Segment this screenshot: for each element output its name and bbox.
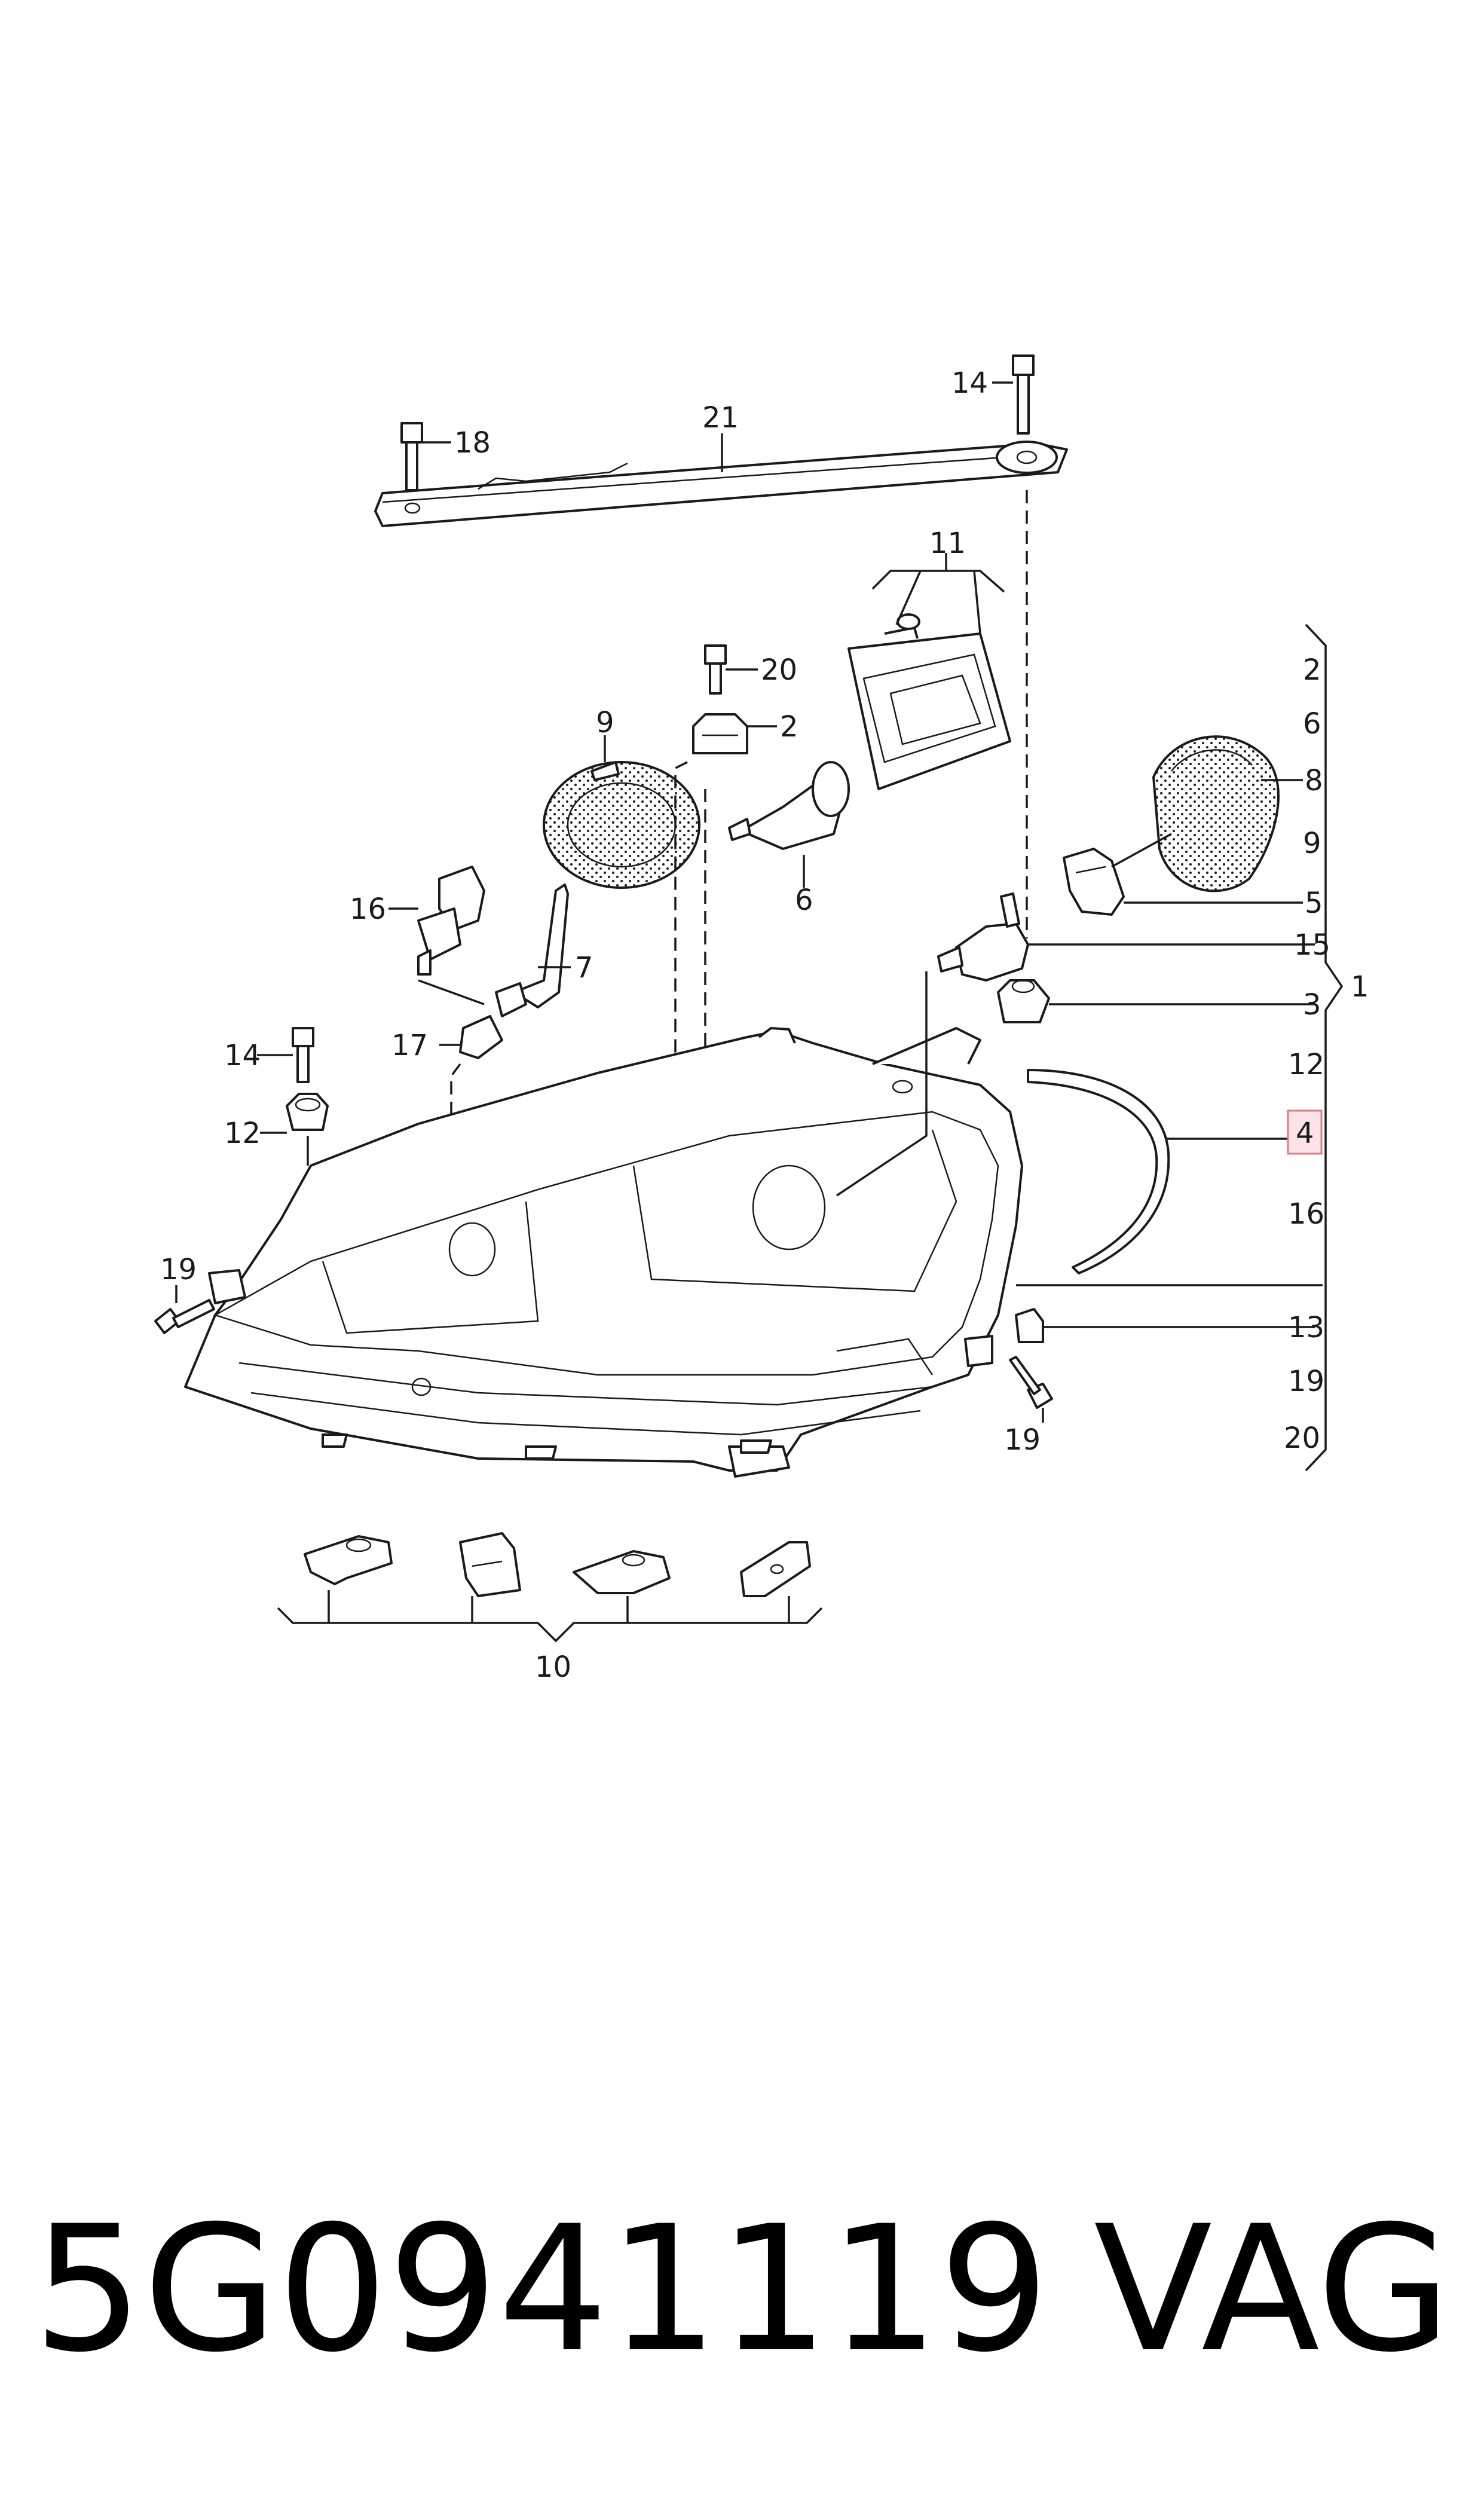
part-number: 5G0941119 [33, 2189, 1049, 2390]
callout-14: 14 [224, 1039, 261, 1072]
callout-14: 14 [951, 366, 988, 400]
list-item: 12 [1288, 1048, 1324, 1081]
headlight-housing-part [184, 1027, 1023, 1478]
screw-part [400, 422, 423, 491]
list-item: 19 [1288, 1365, 1324, 1398]
screw-part [292, 1027, 314, 1083]
repair-bracket-part [573, 1550, 671, 1594]
bulb-part [459, 1015, 503, 1059]
callout-15: 15 [1294, 928, 1330, 962]
callout-5: 5 [1305, 886, 1323, 920]
mounting-bracket-part [374, 441, 1068, 527]
callout-6: 6 [795, 883, 813, 917]
holder-part [286, 1093, 329, 1131]
callout-20: 20 [761, 653, 797, 687]
callout-19: 19 [1004, 1423, 1041, 1457]
parts-list-bracket [1305, 623, 1344, 1472]
bulb-part [728, 761, 850, 850]
clip-part [1015, 1308, 1044, 1343]
callout-13: 13 [1288, 1311, 1324, 1344]
list-item: 16 [1288, 1197, 1324, 1231]
bulb-part [417, 866, 485, 976]
callout-10: 10 [535, 1650, 571, 1684]
bulb-part [937, 892, 1029, 982]
callout-7: 7 [575, 951, 593, 985]
callout-17: 17 [391, 1029, 428, 1062]
highlight-marker [1287, 1109, 1323, 1155]
list-item-highlighted: 4 [1296, 1117, 1314, 1150]
seal-part [1027, 1069, 1170, 1274]
screw-part [1009, 1356, 1053, 1409]
callout-2: 2 [780, 710, 798, 744]
group-label: 1 [1351, 970, 1369, 1004]
callout-8: 8 [1305, 764, 1323, 797]
cover-cap-part [1152, 735, 1280, 892]
screw-part [704, 644, 727, 695]
callout-21: 21 [702, 401, 739, 435]
list-item: 20 [1284, 1421, 1320, 1455]
callout-11: 11 [929, 527, 966, 560]
list-item: 2 [1303, 653, 1321, 687]
repair-bracket-part [459, 1532, 521, 1597]
callout-9: 9 [596, 706, 614, 739]
callout-12: 12 [224, 1117, 261, 1150]
list-item: 6 [1303, 707, 1321, 741]
brand-name: VAG [1094, 2189, 1451, 2390]
callout-16: 16 [350, 892, 386, 926]
callout-3: 3 [1303, 988, 1321, 1022]
holder-part [1063, 848, 1125, 916]
cover-cap-part [543, 761, 700, 889]
control-unit-part [847, 613, 1011, 790]
callout-19: 19 [160, 1253, 197, 1286]
repair-bracket-part [304, 1535, 393, 1585]
holder-part [997, 979, 1050, 1023]
screw-part [154, 1299, 215, 1334]
callout-18: 18 [454, 426, 491, 460]
list-item: 9 [1303, 827, 1321, 860]
socket-with-lead-part [495, 883, 569, 1017]
repair-bracket-part [740, 1541, 811, 1597]
holder-part [692, 713, 748, 754]
screw-part [1012, 354, 1035, 435]
